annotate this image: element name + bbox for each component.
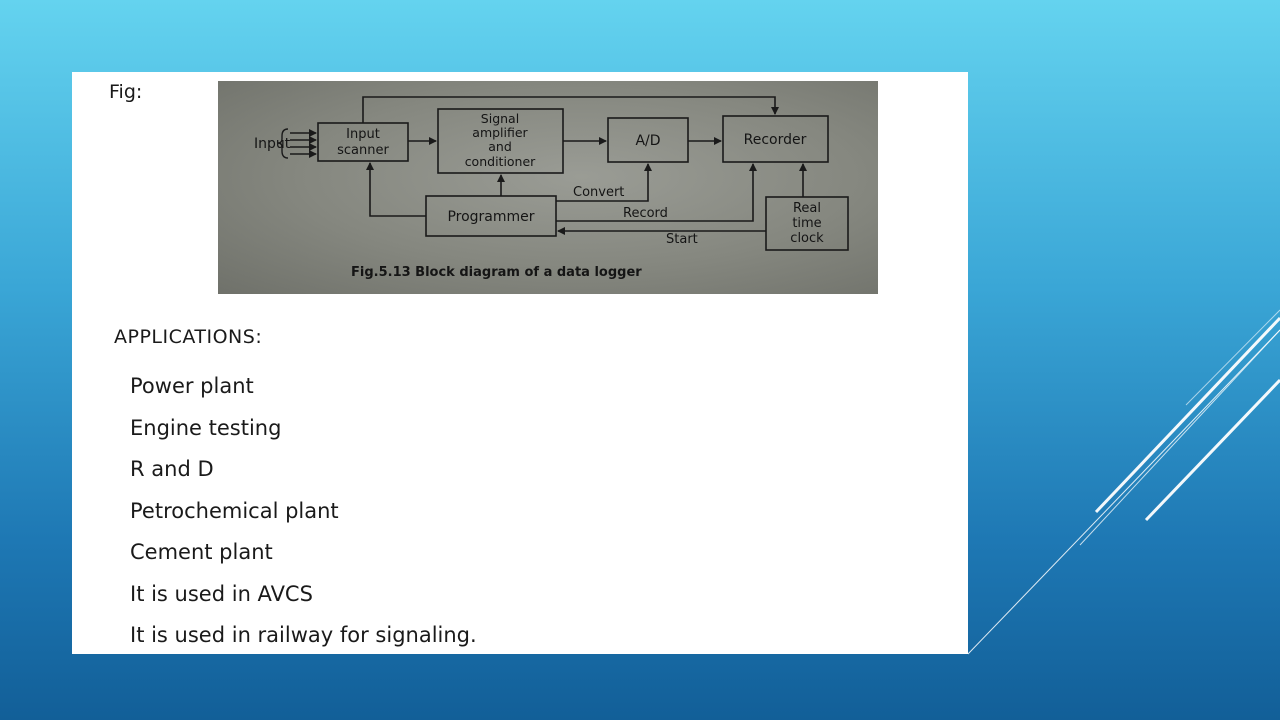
block-diagram-photo: Input Input scanner Signal amplifier and…	[218, 81, 878, 294]
amplifier-label-4: conditioner	[465, 154, 536, 169]
diagram-caption: Fig.5.13 Block diagram of a data logger	[351, 265, 642, 280]
applications-heading: APPLICATIONS:	[114, 326, 263, 348]
recorder-label: Recorder	[744, 132, 807, 148]
amplifier-label-2: amplifier	[472, 125, 528, 140]
applications-list: Power plant Engine testing R and D Petro…	[130, 366, 477, 657]
recorder-block	[722, 115, 829, 163]
list-item: Cement plant	[130, 540, 273, 564]
list-item: Petrochemical plant	[130, 498, 339, 523]
list-item: It is used in railway for signaling.	[130, 623, 477, 647]
fig-label: Fig:	[109, 81, 143, 103]
list-item: Engine testing	[130, 415, 282, 440]
ad-label: A/D	[635, 133, 660, 149]
input-scanner-label-2: scanner	[337, 143, 389, 158]
programmer-label: Programmer	[447, 209, 534, 225]
convert-signal-label: Convert	[573, 185, 624, 200]
content-panel: Fig:	[72, 72, 968, 654]
start-signal-label: Start	[666, 232, 698, 247]
clock-label-2: time	[792, 216, 821, 231]
amplifier-label-3: and	[488, 139, 512, 154]
amplifier-label-1: Signal	[481, 111, 519, 126]
real-time-clock-block	[765, 196, 849, 251]
input-label: Input	[254, 136, 291, 152]
record-signal-label: Record	[623, 206, 668, 221]
block-diagram: Input Input scanner Signal amplifier and…	[254, 96, 849, 280]
list-item: Power plant	[130, 374, 254, 398]
clock-label-1: Real	[793, 201, 821, 216]
ad-block	[607, 117, 689, 163]
list-item: It is used in AVCS	[130, 581, 313, 606]
input-scanner-label-1: Input	[346, 127, 380, 142]
list-item: R and D	[130, 457, 214, 481]
clock-label-3: clock	[790, 231, 824, 246]
